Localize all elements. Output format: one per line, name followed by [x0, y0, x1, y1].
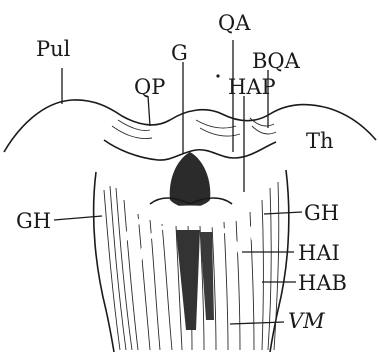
label-hab: HAB — [298, 271, 347, 295]
label-pul: Pul — [36, 37, 71, 61]
label-bqa: BQA — [252, 49, 301, 73]
label-vm: VM — [288, 309, 325, 333]
label-qp: QP — [134, 75, 165, 99]
label-gh-left: GH — [16, 209, 51, 233]
marker-dot — [216, 74, 219, 77]
label-hai: HAI — [298, 241, 340, 265]
label-qa: QA — [218, 11, 251, 35]
label-gh-right: GH — [304, 201, 339, 225]
label-th: Th — [306, 129, 334, 153]
lower-body-outline-right — [270, 170, 289, 352]
label-g: G — [171, 41, 188, 65]
label-hap: HAP — [228, 75, 276, 99]
central-dark-streaks — [176, 230, 214, 330]
